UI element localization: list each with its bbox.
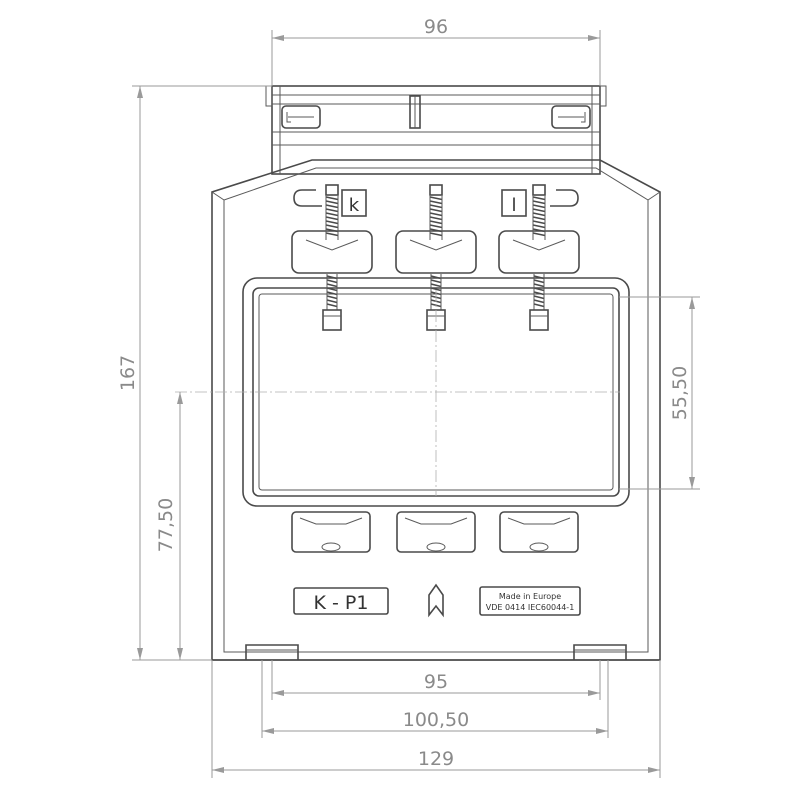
origin-plate: Made in Europe VDE 0414 IEC60044-1 (479, 586, 581, 616)
center-lines (175, 290, 620, 496)
main-body (211, 159, 661, 661)
dim-overall-height: 167 (117, 355, 139, 391)
dim-top-width: 96 (424, 16, 448, 38)
terminal-l-box (501, 189, 527, 217)
marking-plate: K - P1 (293, 587, 389, 615)
dim-mid-width: 100,50 (403, 709, 469, 731)
dim-center-height: 77,50 (155, 498, 177, 552)
direction-arrow-symbol (428, 583, 444, 618)
terminal-screw (529, 184, 549, 331)
center-latch (409, 95, 421, 129)
left-clip (281, 105, 321, 129)
terminal-l-label: l (511, 195, 516, 216)
terminal-screws: k l (291, 184, 580, 331)
dim-overall-width: 129 (418, 748, 454, 770)
right-clip (551, 105, 591, 129)
terminal-screw (426, 184, 446, 331)
terminal-block-right (498, 230, 580, 274)
terminal-screw (322, 184, 342, 331)
dimensions: 96 167 77,50 55,50 95 100,50 (117, 16, 700, 778)
origin-line-1: Made in Europe (499, 592, 561, 601)
terminal-k-label: k (349, 195, 360, 216)
terminal-block-left (291, 230, 373, 274)
terminal-k-box (341, 189, 367, 217)
dim-window-height: 55,50 (669, 366, 691, 420)
dim-inner-width: 95 (424, 671, 448, 693)
origin-line-2: VDE 0414 IEC60044-1 (486, 603, 575, 612)
terminal-block-center (395, 230, 477, 274)
lower-terminal-blocks (291, 511, 579, 553)
marking-text: K - P1 (314, 592, 369, 614)
top-housing (265, 85, 607, 175)
